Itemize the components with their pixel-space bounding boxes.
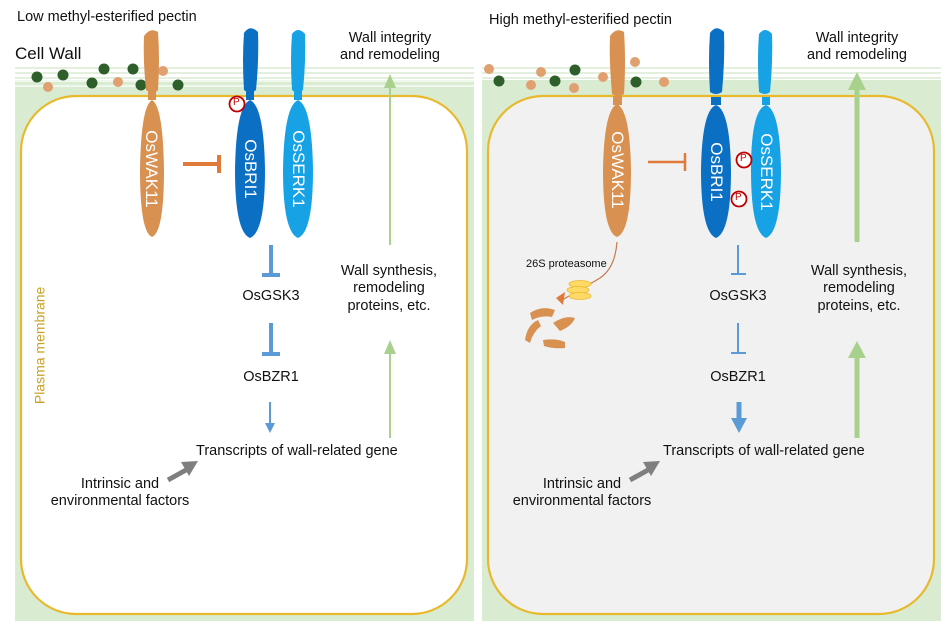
left-bzr1-label: OsBZR1 [243, 369, 299, 385]
cell-wall-label: Cell Wall [15, 44, 82, 63]
left-integrity-line1: Wall integrity [348, 30, 432, 46]
right-pectin-dots [484, 57, 669, 93]
right-transcripts-to-synthesis-arrow [848, 341, 866, 438]
left-bri1-label: OsBRI1 [241, 139, 260, 199]
right-phospho-markers [730, 151, 753, 208]
right-integrity-label: Wall integrity and remodeling [801, 30, 913, 65]
left-transcripts-to-synthesis-arrow [384, 340, 396, 438]
right-wak11-receptor [603, 30, 631, 237]
right-panel [482, 28, 941, 621]
left-integrity-line2: and remodeling [340, 47, 440, 64]
left-wak11-label: OsWAK11 [142, 130, 161, 208]
left-panel-title: Low methyl-esterified pectin [17, 9, 197, 25]
right-synthesis-line3: proteins, etc. [817, 297, 901, 314]
left-factors-line2: environmental factors [50, 493, 190, 510]
right-panel-title: High methyl-esterified pectin [489, 12, 672, 28]
left-cytoplasm [19, 94, 469, 616]
right-factors-label: Intrinsic and environmental factors [497, 476, 667, 511]
right-bzr1-label: OsBZR1 [710, 369, 766, 385]
left-serk1-receptor [283, 30, 313, 238]
left-serk1-label: OsSERK1 [289, 130, 308, 208]
right-26s-proteasome-icon [566, 280, 592, 300]
left-wak11-inhibits-bri1 [183, 155, 221, 173]
right-serk1-label: OsSERK1 [757, 133, 776, 211]
right-serk1-receptor [751, 30, 781, 238]
right-phospho-label-1: P [740, 153, 747, 164]
right-transcripts-label: Transcripts of wall-related gene [663, 443, 865, 459]
left-bri1-inhibits-gsk3 [262, 245, 280, 277]
right-synthesis-line1: Wall synthesis, [810, 263, 908, 279]
left-factors-label: Intrinsic and environmental factors [35, 476, 205, 511]
right-factors-line2: environmental factors [512, 493, 652, 510]
right-bzr1-activates-transcripts [731, 402, 747, 433]
right-factors-line1: Intrinsic and [542, 476, 622, 492]
left-gsk3-label: OsGSK3 [242, 288, 300, 304]
right-integrity-line2: and remodeling [807, 47, 907, 64]
right-proteasome-label: 26S proteasome [526, 258, 607, 270]
right-synthesis-to-integrity-arrow [848, 72, 866, 242]
left-panel [15, 28, 474, 621]
left-bzr1-activates-transcripts [265, 402, 275, 433]
right-factors-arrow [628, 461, 660, 483]
left-gsk3-inhibits-bzr1 [262, 323, 280, 356]
right-bri1-receptor [701, 28, 731, 238]
right-wak11-inhibits-bri1 [648, 153, 687, 171]
left-phospho-label: P [233, 97, 240, 108]
left-factors-line1: Intrinsic and [80, 476, 160, 492]
left-bri1-receptor [235, 28, 265, 238]
left-synthesis-to-integrity-arrow [384, 74, 396, 245]
right-synthesis-label: Wall synthesis, remodeling proteins, etc… [795, 263, 923, 315]
left-transcripts-label: Transcripts of wall-related gene [196, 443, 398, 459]
right-gsk3-label: OsGSK3 [709, 288, 767, 304]
left-integrity-label: Wall integrity and remodeling [335, 30, 445, 65]
left-wak11-receptor [140, 30, 164, 237]
left-phospho-marker [228, 95, 246, 113]
plasma-membrane-label: Plasma membrane [31, 286, 48, 405]
left-synthesis-line3: proteins, etc. [347, 297, 431, 314]
left-factors-arrow [166, 461, 198, 483]
left-synthesis-label: Wall synthesis, remodeling proteins, etc… [325, 263, 453, 315]
right-degraded-wak11-fragments [525, 308, 575, 349]
right-integrity-line1: Wall integrity [815, 30, 899, 46]
right-wak11-label: OsWAK11 [608, 131, 627, 209]
left-pectin-dots [31, 63, 184, 92]
right-cytoplasm [486, 94, 936, 616]
left-synthesis-line2: remodeling [353, 280, 425, 297]
right-bri1-inhibits-gsk3 [731, 245, 746, 275]
right-phospho-label-2: P [735, 192, 742, 203]
right-synthesis-line2: remodeling [823, 280, 895, 297]
right-bri1-label: OsBRI1 [707, 142, 726, 202]
left-synthesis-line1: Wall synthesis, [340, 263, 438, 279]
right-gsk3-inhibits-bzr1 [731, 323, 746, 354]
